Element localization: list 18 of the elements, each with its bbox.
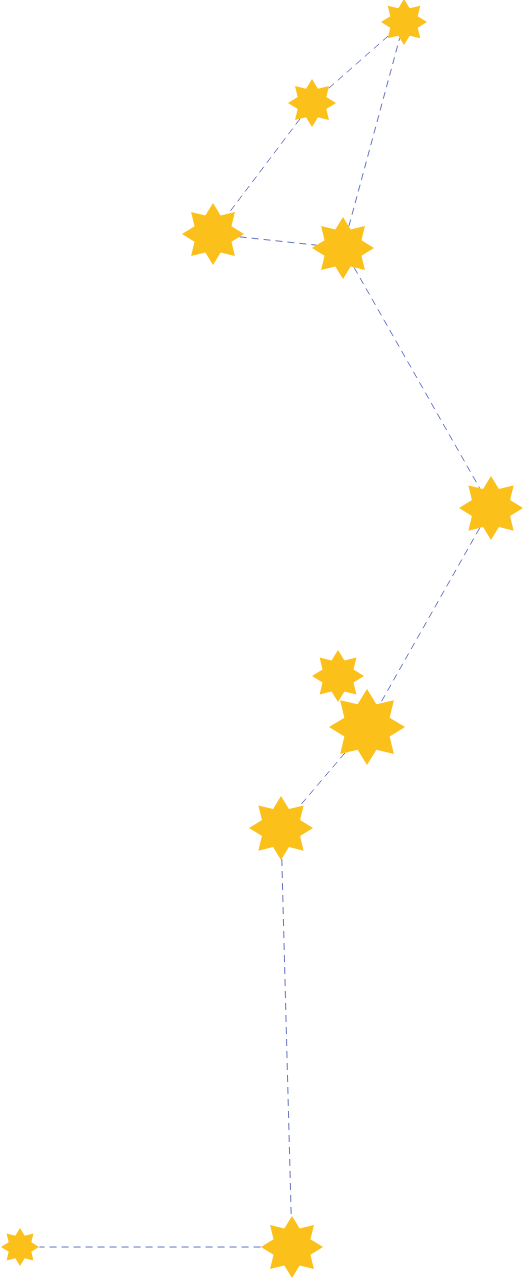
star-icon [312,650,364,702]
star-icon [312,217,374,279]
connector-line [228,118,301,214]
connector-line [39,1246,261,1248]
star-icon [249,796,313,860]
star-icon [459,476,523,540]
star-icon [329,689,405,765]
star-icon [182,203,244,265]
star-icon [288,79,336,127]
connector-line [239,236,317,246]
star-icon [1,1228,39,1266]
star-icon [261,1216,323,1278]
connector-line [348,37,400,227]
connector-line [380,527,480,704]
star-icon [381,0,427,45]
connector-line [328,35,389,89]
connector-line [299,752,346,807]
connector-line [353,267,480,489]
